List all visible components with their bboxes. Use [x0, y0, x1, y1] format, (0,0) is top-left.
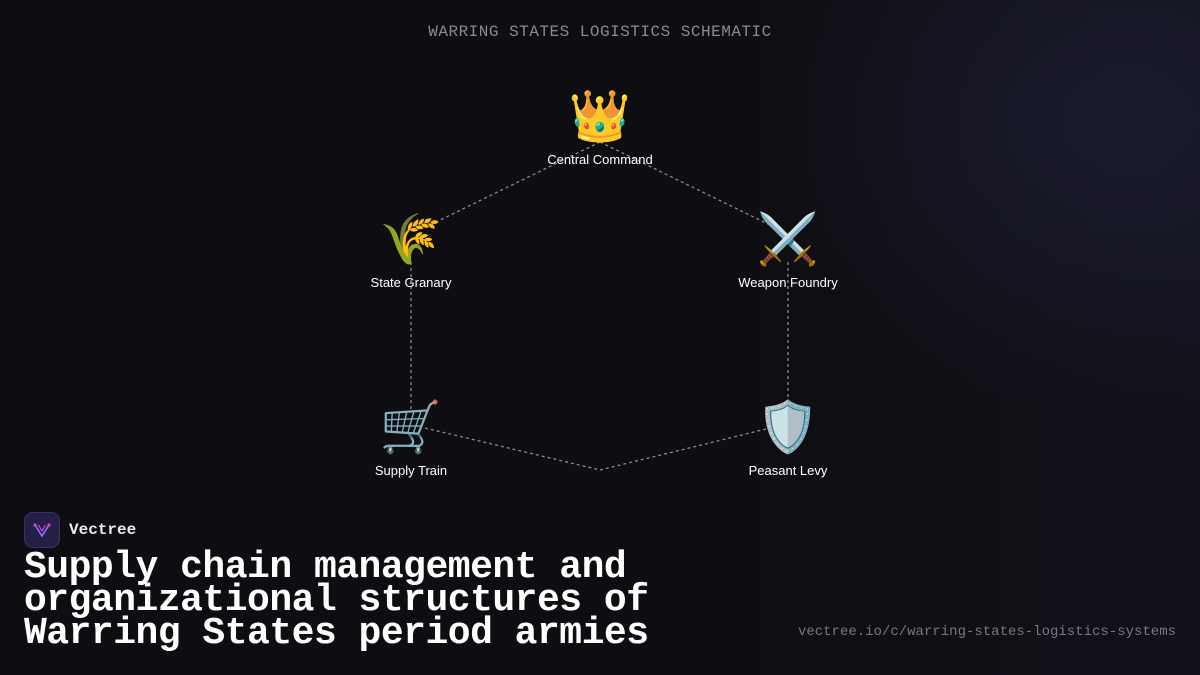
headline: Supply chain management and organization…	[24, 549, 744, 653]
headline-line: Warring States period armies	[24, 612, 649, 655]
brand: Vectree	[24, 512, 136, 548]
node-label: Weapon Foundry	[738, 275, 838, 290]
edge-command-foundry	[599, 141, 771, 226]
node-supply-train[interactable]: 🛒 Supply Train	[341, 399, 481, 478]
node-peasant-levy[interactable]: 🛡️ Peasant Levy	[718, 399, 858, 478]
edge-supply-levy	[424, 427, 771, 471]
node-state-granary[interactable]: 🌾 State Granary	[341, 211, 481, 290]
crown-icon: 👑	[568, 88, 632, 144]
node-label: Central Command	[547, 152, 653, 167]
node-label: State Granary	[370, 275, 452, 290]
node-label: Supply Train	[374, 463, 448, 478]
wheat-icon: 🌾	[379, 211, 443, 267]
node-weapon-foundry[interactable]: ⚔️ Weapon Foundry	[718, 211, 858, 290]
source-url[interactable]: vectree.io/c/warring-states-logistics-sy…	[797, 624, 1176, 640]
headline-line: Supply chain management and	[24, 546, 627, 589]
vectree-logo-icon	[24, 512, 60, 548]
shield-icon: 🛡️	[756, 399, 820, 455]
headline-line: organizational structures of	[24, 579, 649, 622]
diagram-title: WARRING STATES LOGISTICS SCHEMATIC	[428, 23, 772, 41]
node-central-command[interactable]: 👑 Central Command	[530, 88, 670, 167]
shopping-cart-icon: 🛒	[379, 399, 443, 455]
edge-command-granary	[429, 141, 601, 226]
brand-name: Vectree	[69, 521, 137, 539]
crossed-swords-icon: ⚔️	[756, 211, 820, 267]
node-label: Peasant Levy	[748, 463, 828, 478]
